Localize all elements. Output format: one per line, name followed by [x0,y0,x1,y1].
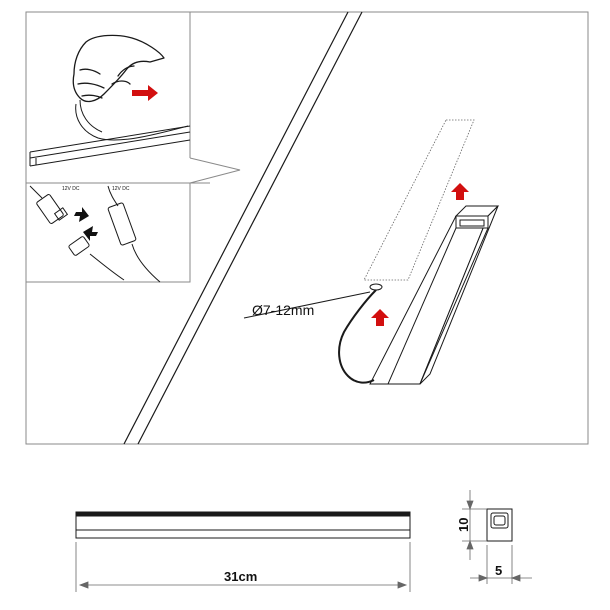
height-dimension [462,490,487,560]
red-arrow-up-top [451,183,469,200]
placement-guide [363,119,475,281]
black-arrow-down [74,207,89,222]
tape-and-rail [29,99,191,167]
inset-panel [25,12,241,283]
black-arrow-up [83,226,98,241]
cable [338,289,377,384]
length-label: 31cm [224,569,257,584]
diagonal-strip [123,11,363,445]
main-frame [25,11,589,445]
red-arrow-up-cable [371,309,389,326]
voltage-label-right: 12V DC [112,186,130,192]
profile-channel [369,205,500,385]
hole-leader-line [243,291,371,319]
connector-right [107,185,161,283]
connector-left [29,185,125,281]
width-label: 5 [495,563,502,578]
voltage-label-left: 12V DC [62,186,80,192]
length-dimension [75,542,411,592]
hole-diameter-label: Ø7-12mm [252,302,314,318]
hand-illustration [72,34,165,103]
height-label: 10 [456,518,471,532]
rail-cross-section [486,508,513,542]
width-dimension [470,545,532,584]
cable-hole [369,283,383,291]
rail-side-view [75,511,411,539]
red-arrow-right [132,85,158,101]
